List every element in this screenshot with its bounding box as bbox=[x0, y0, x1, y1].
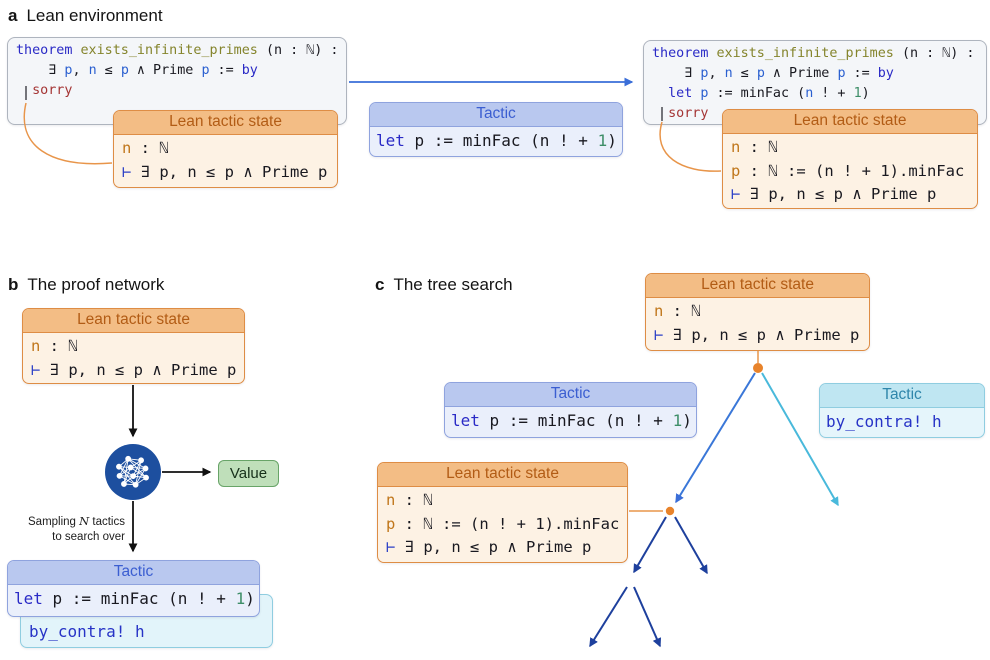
edge-grandchild-left bbox=[589, 586, 628, 648]
tactic-body: let p := minFac (n ! + 1) bbox=[451, 411, 692, 430]
tactic-state-header: Lean tactic state bbox=[23, 309, 244, 333]
tactic-state-row: n : ℕ bbox=[654, 302, 701, 320]
tactic-state-row: n : ℕ bbox=[731, 138, 778, 156]
tree-node-child bbox=[665, 506, 675, 516]
tactic-header: Tactic bbox=[820, 384, 984, 408]
sampling-label-line2: to search over bbox=[52, 531, 125, 543]
tactic-state-header: Lean tactic state bbox=[114, 111, 337, 135]
tactic-state-header: Lean tactic state bbox=[378, 463, 627, 487]
tactic-state-row: ⊢ ∃ p, n ≤ p ∧ Prime p bbox=[122, 162, 328, 181]
tactic-body: by_contra! h bbox=[826, 412, 942, 431]
tactic-body: let p := minFac (n ! + 1) bbox=[376, 131, 617, 150]
tactic-state-row: p : ℕ := (n ! + 1).minFac bbox=[386, 514, 620, 533]
panel-b-title-text: The proof network bbox=[27, 275, 165, 294]
tactic-state-row: ⊢ ∃ p, n ≤ p ∧ Prime p bbox=[654, 325, 860, 344]
tactic-state-row: ⊢ ∃ p, n ≤ p ∧ Prime p bbox=[31, 360, 237, 379]
tactic-box-sampled: Tactic let p := minFac (n ! + 1) bbox=[7, 560, 260, 617]
sorry-callout-curve-right bbox=[659, 121, 722, 172]
value-output-box: Value bbox=[218, 460, 279, 487]
tactic-header: Tactic bbox=[445, 383, 696, 407]
sampling-label: Sampling N tactics to search over bbox=[3, 514, 125, 545]
tactic-state-box-b: Lean tactic state n : ℕ ⊢ ∃ p, n ≤ p ∧ P… bbox=[22, 308, 245, 384]
tactic-state-box-a-left: Lean tactic state n : ℕ ⊢ ∃ p, n ≤ p ∧ P… bbox=[113, 110, 338, 188]
tactic-state-row: n : ℕ bbox=[31, 337, 78, 355]
code-line: theorem exists_infinite_primes (n : ℕ) : bbox=[652, 46, 975, 61]
panel-c-title-text: The tree search bbox=[393, 275, 513, 294]
tactic-body: by_contra! h bbox=[29, 622, 145, 641]
panel-a-title: a Lean environment bbox=[8, 6, 163, 26]
code-line: let p := minFac (n ! + 1) bbox=[668, 86, 870, 101]
edge-child-left bbox=[633, 516, 667, 574]
tree-node-root bbox=[753, 363, 763, 373]
panel-c-title: c The tree search bbox=[375, 275, 513, 295]
code-line: sorry bbox=[32, 83, 73, 98]
code-line: sorry bbox=[668, 106, 709, 121]
tactic-header: Tactic bbox=[8, 561, 259, 585]
tactic-state-row: ⊢ ∃ p, n ≤ p ∧ Prime p bbox=[731, 185, 937, 203]
tactic-header: Tactic bbox=[370, 103, 622, 127]
panel-a-title-text: Lean environment bbox=[26, 6, 163, 25]
tactic-state-row: ⊢ ∃ p, n ≤ p ∧ Prime p bbox=[386, 538, 592, 556]
panel-b-label: b bbox=[8, 275, 19, 294]
panel-b-title: b The proof network bbox=[8, 275, 164, 295]
tactic-state-header: Lean tactic state bbox=[723, 110, 977, 134]
tactic-state-row: n : ℕ bbox=[386, 491, 433, 509]
code-line: theorem exists_infinite_primes (n : ℕ) : bbox=[16, 43, 339, 58]
tactic-body: let p := minFac (n ! + 1) bbox=[14, 589, 255, 608]
sampling-label-line1: Sampling N tactics bbox=[28, 514, 125, 528]
tactic-box-mid: Tactic let p := minFac (n ! + 1) bbox=[369, 102, 623, 157]
tactic-state-row: p : ℕ := (n ! + 1).minFac bbox=[731, 161, 965, 180]
edge-grandchild-right bbox=[633, 586, 662, 648]
panel-c-label: c bbox=[375, 275, 385, 294]
edge-child-right bbox=[674, 516, 708, 575]
panel-a-label: a bbox=[8, 6, 18, 25]
code-line: ∃ p, n ≤ p ∧ Prime p := by bbox=[16, 63, 258, 78]
tactic-state-row: n : ℕ bbox=[122, 139, 169, 157]
tactic-state-box-c-root: Lean tactic state n : ℕ ⊢ ∃ p, n ≤ p ∧ P… bbox=[645, 273, 870, 351]
tactic-state-box-a-right: Lean tactic state n : ℕ p : ℕ := (n ! + … bbox=[722, 109, 978, 209]
tactic-box-c-left: Tactic let p := minFac (n ! + 1) bbox=[444, 382, 697, 438]
tactic-box-c-right: Tactic by_contra! h bbox=[819, 383, 985, 438]
code-line: ∃ p, n ≤ p ∧ Prime p := by bbox=[652, 66, 894, 81]
tactic-state-header: Lean tactic state bbox=[646, 274, 869, 298]
tactic-state-box-c-child: Lean tactic state n : ℕ p : ℕ := (n ! + … bbox=[377, 462, 628, 563]
neural-network-icon bbox=[105, 444, 161, 500]
